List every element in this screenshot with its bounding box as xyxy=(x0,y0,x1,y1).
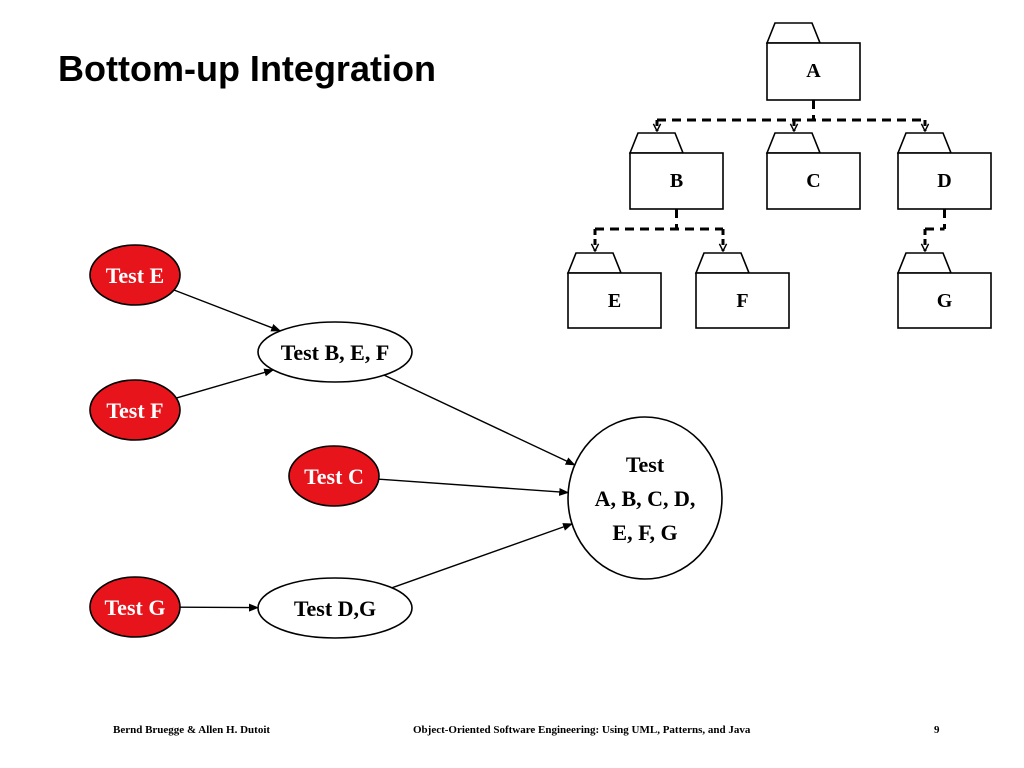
oval-test-bef: Test B, E, F xyxy=(257,321,413,383)
oval-test-dg: Test D,G xyxy=(257,577,413,639)
footer-page-number: 9 xyxy=(934,724,940,736)
package-tab xyxy=(566,252,623,274)
package-f: F xyxy=(694,252,790,329)
footer-authors: Bernd Bruegge & Allen H. Dutoit xyxy=(113,724,271,736)
package-c: C xyxy=(765,132,861,210)
arrow-dg-to-all xyxy=(391,523,573,589)
package-label: A xyxy=(806,60,821,82)
oval-label: E, F, G xyxy=(612,520,677,545)
dependency-edges xyxy=(595,100,946,251)
package-box xyxy=(897,152,992,210)
package-b: B xyxy=(628,132,724,210)
footer-book-title: Object-Oriented Software Engineering: Us… xyxy=(413,724,751,736)
oval-label: Test xyxy=(626,452,665,477)
package-box xyxy=(897,272,992,329)
arrow-bef-to-all xyxy=(383,374,576,466)
package-label: B xyxy=(670,170,683,192)
oval-test-e: Test E xyxy=(89,244,181,306)
oval-label: A, B, C, D, xyxy=(595,486,696,511)
oval-shape xyxy=(257,577,413,639)
oval-shape xyxy=(257,321,413,383)
oval-shape xyxy=(89,244,181,306)
package-tab xyxy=(765,132,822,154)
package-g: G xyxy=(896,252,992,329)
dependency-a xyxy=(657,100,925,131)
slide-title: Bottom-up Integration xyxy=(58,48,436,89)
oval-label: Test B, E, F xyxy=(281,340,390,365)
dependency-d xyxy=(925,209,946,251)
oval-shape xyxy=(567,416,723,580)
package-tab xyxy=(765,22,822,44)
arrow-e-to-bef xyxy=(173,289,282,332)
package-box xyxy=(629,152,724,210)
oval-shape xyxy=(288,445,380,507)
test-flow-arrows xyxy=(173,289,576,612)
oval-label: Test E xyxy=(106,263,164,288)
oval-label: Test G xyxy=(105,595,166,620)
oval-shape xyxy=(89,576,181,638)
package-box xyxy=(567,272,662,329)
oval-label: Test C xyxy=(304,464,364,489)
oval-test-c: Test C xyxy=(288,445,380,507)
package-box xyxy=(766,42,861,101)
dependency-b xyxy=(595,209,723,251)
oval-label: Test F xyxy=(106,398,163,423)
arrow-c-to-all xyxy=(378,478,570,496)
oval-test-g: Test G xyxy=(89,576,181,638)
package-label: F xyxy=(736,290,748,312)
package-box xyxy=(766,152,861,210)
package-tab xyxy=(694,252,751,274)
oval-shape xyxy=(89,379,181,441)
package-tab xyxy=(896,252,953,274)
oval-test-all: Test A, B, C, D, E, F, G xyxy=(567,416,723,580)
package-a: A xyxy=(765,22,861,101)
package-label: G xyxy=(937,290,953,312)
package-label: E xyxy=(608,290,621,312)
package-e: E xyxy=(566,252,662,329)
package-box xyxy=(695,272,790,329)
package-tab xyxy=(896,132,953,154)
oval-label: Test D,G xyxy=(294,596,376,621)
arrow-f-to-bef xyxy=(176,368,275,399)
oval-test-f: Test F xyxy=(89,379,181,441)
package-label: D xyxy=(937,170,951,192)
package-label: C xyxy=(806,170,820,192)
package-d: D xyxy=(896,132,992,210)
test-ovals: Test E Test F Test C Test G Test B, E, F Test… xyxy=(89,244,723,639)
package-tab xyxy=(628,132,685,154)
package-hierarchy: A B C D E F G xyxy=(566,22,992,329)
